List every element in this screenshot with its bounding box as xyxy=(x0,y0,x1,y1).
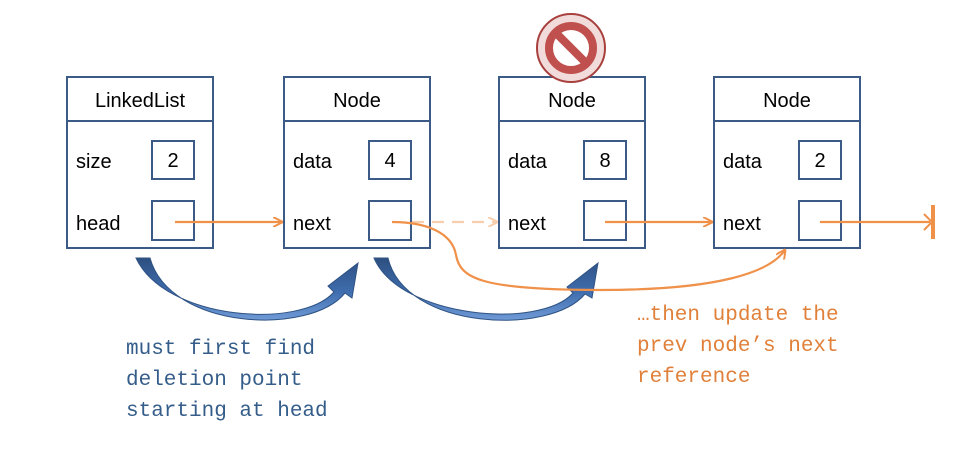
node-1-title: Node xyxy=(333,90,381,112)
traversal-note-line-2: deletion point xyxy=(126,369,302,392)
node-box-1: Node data 4 next xyxy=(283,76,431,249)
linked-list-box: LinkedList size 2 head xyxy=(66,76,214,249)
node-2-title: Node xyxy=(548,90,596,112)
pointer-arrows xyxy=(175,205,935,292)
node-1-data-label: data xyxy=(293,151,333,173)
prohibited-icon xyxy=(536,13,606,83)
node-3-data-value: 2 xyxy=(814,150,825,172)
node-box-3: Node data 2 next xyxy=(713,76,861,249)
node-2-next-label: next xyxy=(508,213,546,235)
node-1-next-label: next xyxy=(293,213,331,235)
node-3-next-label: next xyxy=(723,213,761,235)
node-3-data-label: data xyxy=(723,151,763,173)
traversal-note-line-3: starting at head xyxy=(126,400,328,423)
size-label: size xyxy=(76,151,112,173)
update-note: …then update the prev node’s next refere… xyxy=(637,304,839,389)
traversal-note-line-1: must first find xyxy=(126,338,315,361)
node-box-2: Node data 8 next xyxy=(498,76,646,249)
traversal-arrow-head-to-node1 xyxy=(135,257,359,321)
update-note-line-1: …then update the xyxy=(637,304,839,327)
traversal-note: must first find deletion point starting … xyxy=(126,338,328,423)
linked-list-title: LinkedList xyxy=(95,90,186,112)
size-value: 2 xyxy=(167,150,178,172)
node-2-data-label: data xyxy=(508,151,548,173)
traversal-arrow-node1-to-node2 xyxy=(373,257,599,321)
node-3-title: Node xyxy=(763,90,811,112)
head-label: head xyxy=(76,213,121,235)
update-note-line-3: reference xyxy=(637,366,750,389)
node-1-data-value: 4 xyxy=(384,150,395,172)
update-note-line-2: prev node’s next xyxy=(637,335,839,358)
updated-next-pointer-arrow xyxy=(391,220,785,292)
node-2-data-value: 8 xyxy=(599,150,610,172)
traversal-arrows xyxy=(135,257,599,321)
